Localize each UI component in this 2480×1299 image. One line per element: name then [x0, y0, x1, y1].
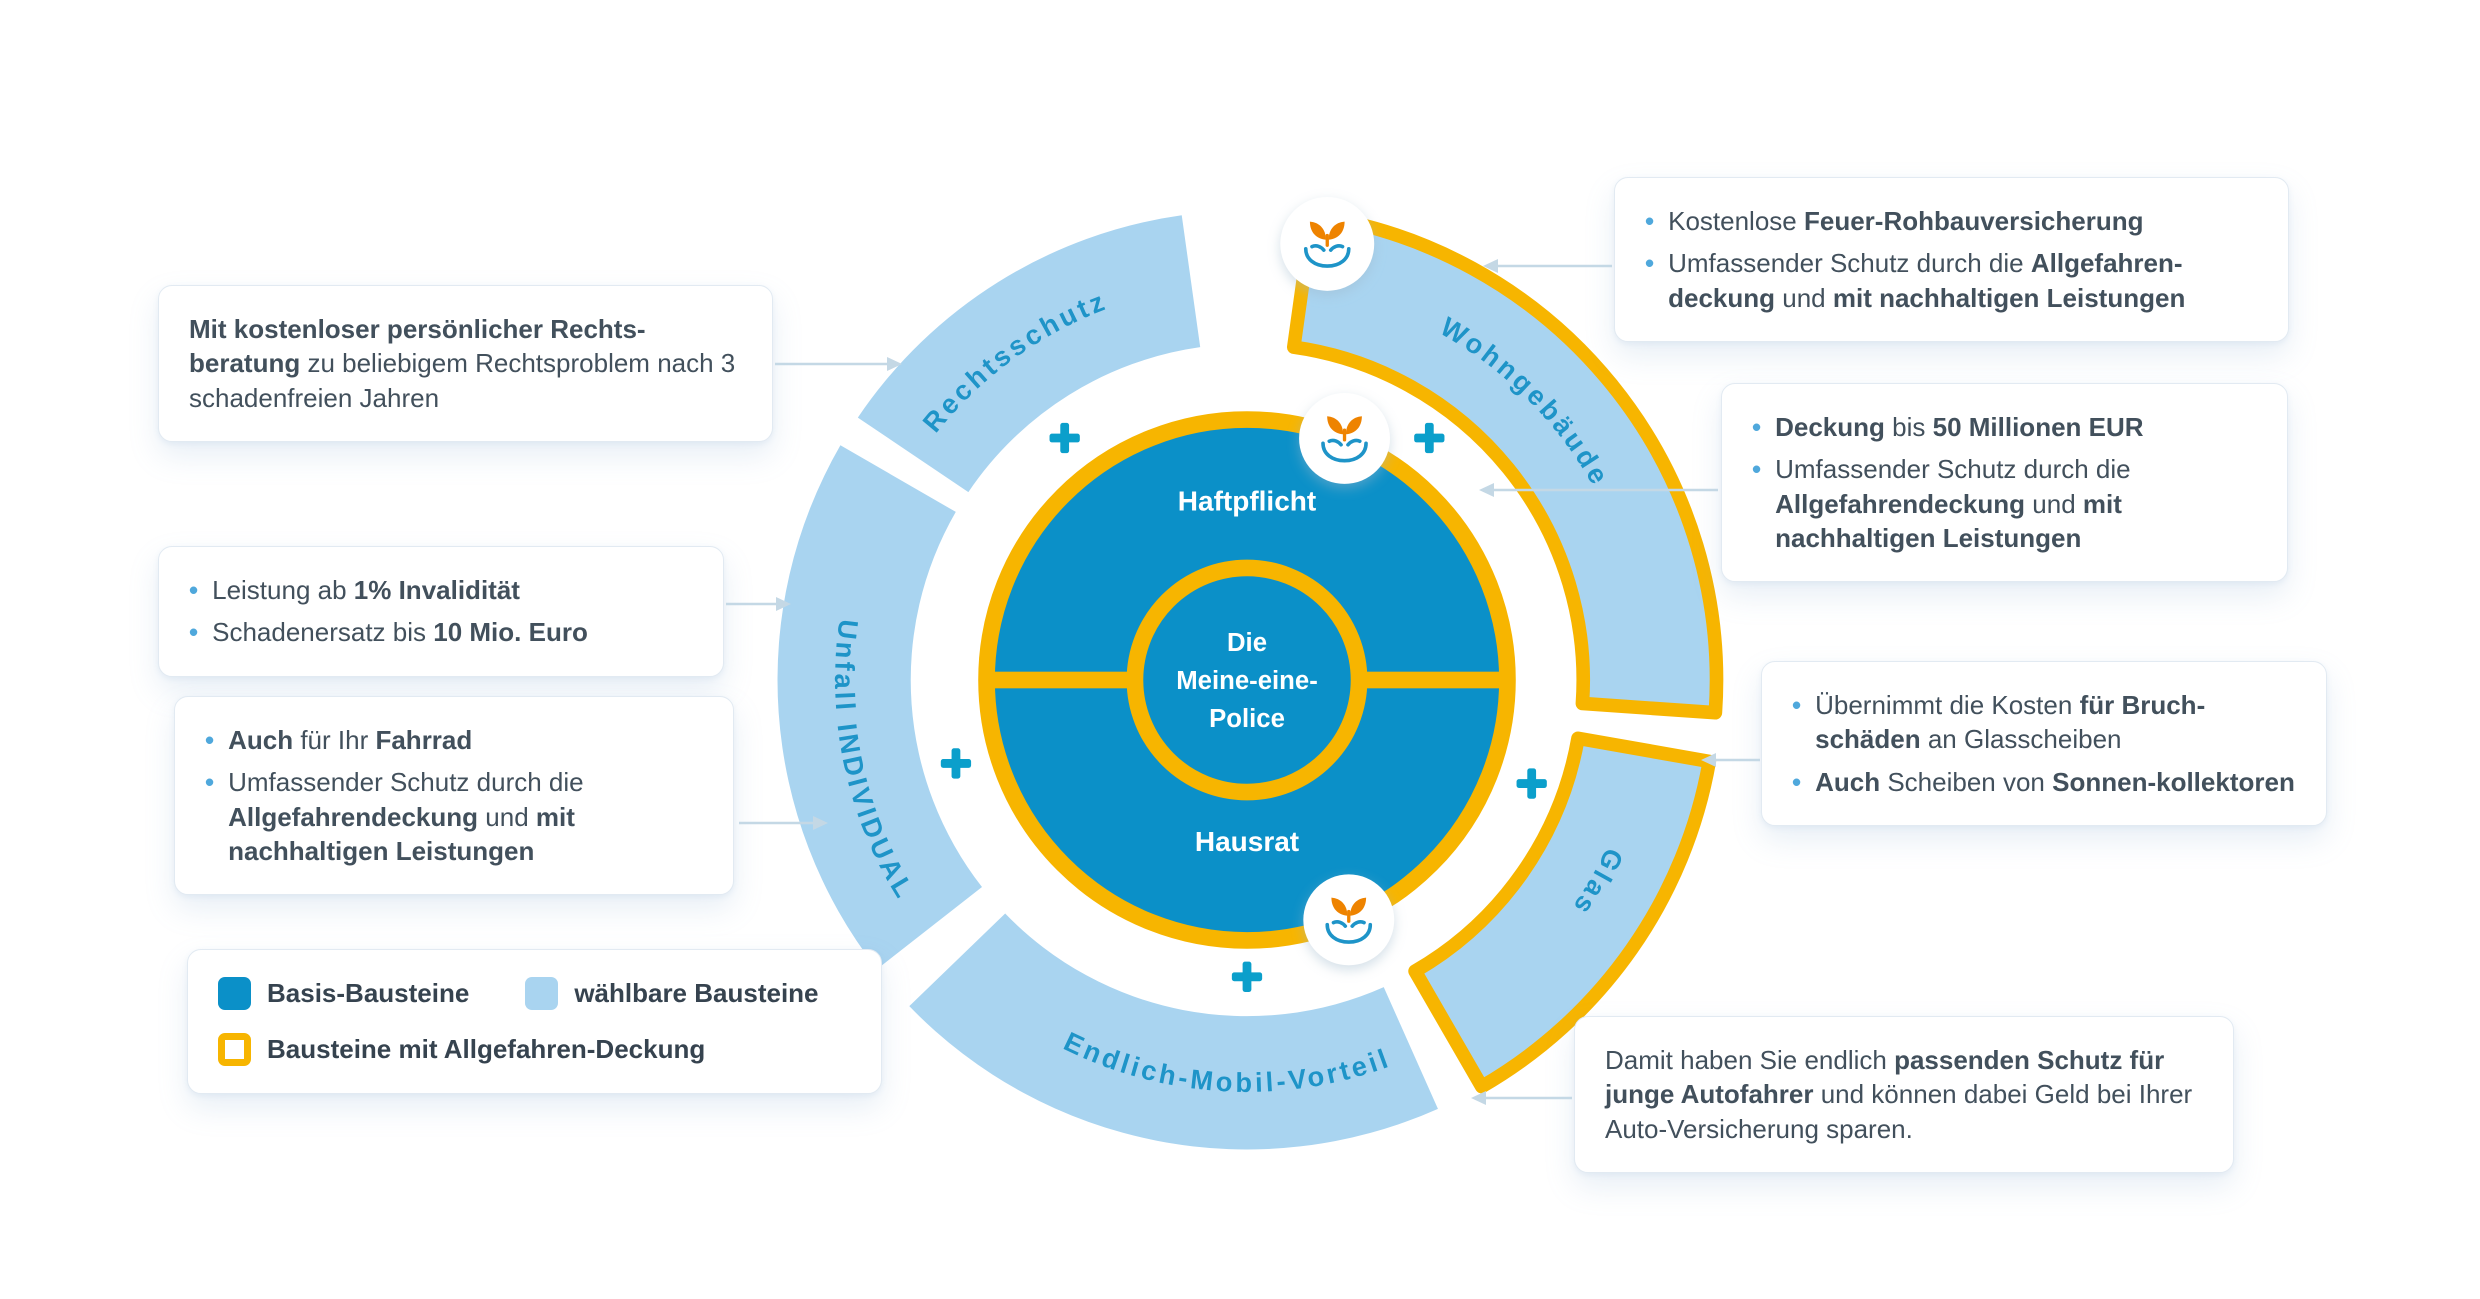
hands-plant-icon-wohngebaeude	[1280, 196, 1375, 291]
callout-unfall-schutz: Auch für Ihr Fahrrad Umfassender Schutz …	[174, 696, 734, 896]
connector-arrow-glas	[1701, 753, 1760, 767]
ring-segment-endlich-mobil-vorteil	[909, 913, 1438, 1150]
bullet-item: Auch für Ihr Fahrrad	[205, 723, 703, 757]
bullet-text: Kostenlose Feuer-Rohbauversicherung	[1668, 206, 2144, 236]
legend-swatch-waehlbar-icon	[525, 976, 559, 1010]
connector-arrow-unfall-schutz	[739, 816, 828, 830]
callout-mobil-vorteil: Damit haben Sie endlich passenden Schutz…	[1574, 1016, 2234, 1173]
bullet-item: Umfassender Schutz durch die Allgefahren…	[1645, 246, 2258, 315]
bullet-text: Umfassender Schutz durch die Allgefahren…	[1668, 248, 2186, 313]
legend-item-allgefahren: Bausteine mit Allgefahren-Deckung	[218, 1032, 851, 1066]
ring-segment-glas	[1408, 731, 1717, 1094]
legend-item-waehlbar: wählbare Bausteine	[525, 976, 819, 1010]
hands-plant-icon-haftpflicht	[1299, 393, 1390, 484]
callout-unfall-leistungen: Leistung ab 1% Invalidität Schadenersatz…	[158, 546, 724, 677]
bullet-item: Auch Scheiben von Sonnen-kollektoren	[1792, 765, 2296, 799]
ring-segment-rechtsschutz	[857, 215, 1201, 493]
connector-arrow-wohngebaeude	[1483, 259, 1612, 273]
legend: Basis-Bausteine wählbare Bausteine Baust…	[187, 949, 882, 1094]
callout-deckung: Deckung bis 50 Millionen EUR Umfassender…	[1721, 383, 2288, 583]
svg-text:Meine-eine-: Meine-eine-	[1176, 667, 1318, 695]
bullet-text: Übernimmt die Kosten für Bruch-schäden a…	[1815, 690, 2206, 755]
callout-text: Mit kostenloser persönlicher Rechts-bera…	[189, 314, 736, 413]
callout-rechtsschutz: Mit kostenloser persönlicher Rechts-bera…	[158, 285, 773, 442]
bullet-text: Umfassender Schutz durch die Allgefahren…	[1775, 454, 2131, 553]
policy-modules-diagram: Rechtsschutz Wohngebäude Glas Endlich-Mo…	[777, 196, 1724, 1150]
bullet-item: Umfassender Schutz durch die Allgefahren…	[1752, 452, 2257, 555]
legend-label: Bausteine mit Allgefahren-Deckung	[267, 1034, 706, 1065]
bullet-text: Deckung bis 50 Millionen EUR	[1775, 412, 2144, 442]
bullet-item: Kostenlose Feuer-Rohbauversicherung	[1645, 204, 2258, 238]
bullet-item: Übernimmt die Kosten für Bruch-schäden a…	[1792, 688, 2296, 757]
module-label-haftpflicht: Haftpflicht	[1178, 485, 1316, 516]
module-label-hausrat: Hausrat	[1195, 826, 1299, 857]
plus-connector-icon	[1049, 422, 1080, 454]
legend-swatch-basis-icon	[218, 976, 251, 1010]
plus-connector-icon	[1516, 768, 1547, 799]
plus-connector-icon	[1231, 961, 1263, 992]
bullet-item: Deckung bis 50 Millionen EUR	[1752, 410, 2257, 444]
svg-text:Die: Die	[1227, 629, 1267, 657]
callout-text: Damit haben Sie endlich passenden Schutz…	[1605, 1045, 2193, 1144]
legend-label: wählbare Bausteine	[574, 978, 819, 1008]
hands-plant-icon-hausrat	[1303, 874, 1395, 966]
bullet-text: Auch Scheiben von Sonnen-kollektoren	[1815, 766, 2295, 797]
connector-arrow-mobil-vorteil	[1471, 1091, 1572, 1105]
bullet-item: Umfassender Schutz durch die Allgefahren…	[205, 765, 703, 868]
callout-glas: Übernimmt die Kosten für Bruch-schäden a…	[1761, 661, 2327, 826]
plus-connector-icon	[940, 748, 972, 779]
connector-arrow-rechtsschutz	[775, 357, 902, 371]
bullet-item: Leistung ab 1% Invalidität	[189, 573, 693, 607]
connector-arrow-unfall-leistungen	[726, 597, 791, 611]
bullet-text: Leistung ab 1% Invalidität	[212, 575, 520, 605]
bullet-text: Umfassender Schutz durch die Allgefahren…	[228, 767, 584, 866]
ring-segment-wohngebaeude	[1286, 208, 1724, 720]
legend-swatch-allgefahren-icon	[218, 1032, 251, 1066]
bullet-text: Auch für Ihr Fahrrad	[228, 725, 473, 755]
ring-segment-unfall-individual	[777, 445, 982, 970]
connector-arrow-deckung	[1479, 483, 1718, 497]
center-circle	[1126, 559, 1368, 801]
bullet-item: Schadenersatz bis 10 Mio. Euro	[189, 615, 693, 649]
plus-connector-icon	[1414, 422, 1445, 454]
legend-item-basis: Basis-Bausteine	[218, 976, 469, 1010]
legend-label: Basis-Bausteine	[267, 978, 470, 1008]
svg-text:Police: Police	[1209, 705, 1285, 733]
callout-wohngebaeude: Kostenlose Feuer-Rohbauversicherung Umfa…	[1614, 177, 2289, 342]
bullet-text: Schadenersatz bis 10 Mio. Euro	[212, 617, 588, 648]
center-title: Die Meine-eine- Police	[1176, 629, 1318, 733]
